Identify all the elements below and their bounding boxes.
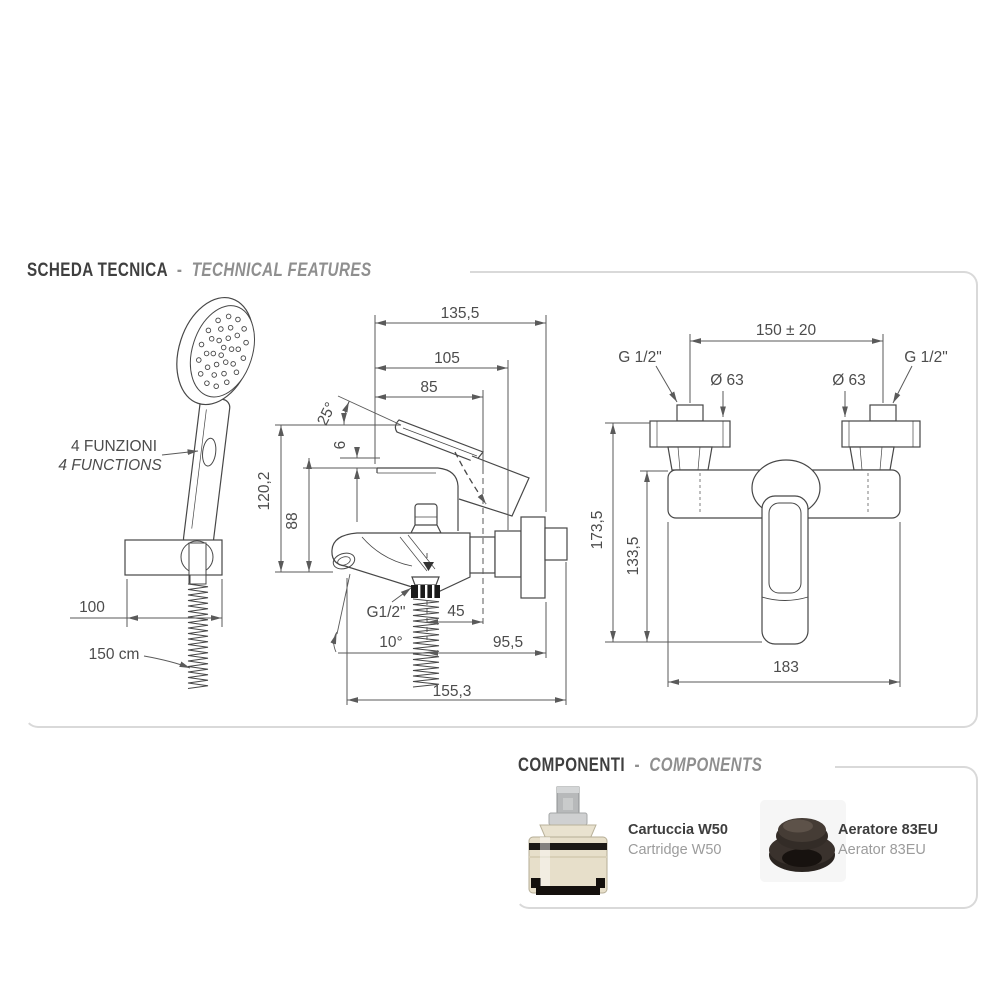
component-aerator-name-en: Aerator 83EU [838,842,926,858]
label-functions-en: 4 FUNCTIONS [58,457,162,474]
component-cartridge-name-en: Cartridge W50 [628,842,722,858]
cartridge-photo [528,786,608,895]
dim-height-overall: 120,2 [256,472,273,511]
aerator-photo [760,800,846,882]
label-inlet-thread-right: G 1/2" [904,349,947,366]
dim-inlet-distance: 150 ± 20 [756,322,817,339]
dim-front-height-total: 173,5 [589,511,606,550]
component-cartridge: Cartuccia W50 Cartridge W50 [628,820,728,860]
dim-side-width-total: 135,5 [441,305,480,322]
label-outlet-thread: G1/2" [366,604,405,621]
technical-section-title: SCHEDA TECNICA - TECHNICAL FEATURES [24,259,470,283]
dim-flange-right: Ø 63 [832,372,866,389]
side-view-drawing [331,419,568,688]
dim-front-width-total: 183 [773,659,799,676]
components-title-it: COMPONENTI [518,755,626,776]
technical-title-separator: - [176,260,183,281]
label-functions-it: 4 FUNZIONI [71,438,157,455]
dim-lever-angle: 25° [314,400,340,429]
outlet-hose-coil [412,598,440,688]
components-title-en: COMPONENTS [649,755,763,776]
dim-side-width-105: 105 [434,350,460,367]
component-aerator-name-it: Aeratore 83EU [838,822,938,838]
hand-shower-drawing [124,296,255,689]
dim-hose-length: 150 cm [89,646,140,663]
spray-nozzle-dots [196,313,249,389]
front-view-drawing [649,404,921,645]
dim-spout-angle: 10° [379,634,402,651]
dim-height-spout: 88 [284,512,301,529]
side-view-dimensions [275,315,567,705]
dim-outlet-offset: 45 [447,603,464,620]
hand-shower-dimensions [70,449,223,669]
dim-depth-outlet: 95,5 [493,634,523,651]
dim-bracket-width: 100 [79,599,105,616]
technical-title-it: SCHEDA TECNICA [27,260,168,281]
component-aerator: Aeratore 83EU Aerator 83EU [838,820,938,860]
front-view-dimensions [605,334,913,687]
dim-side-width-85: 85 [420,379,437,396]
component-cartridge-name-it: Cartuccia W50 [628,822,728,838]
dim-lever-rise: 6 [332,441,349,450]
components-section-title: COMPONENTI - COMPONENTS [515,754,836,778]
technical-title-en: TECHNICAL FEATURES [191,260,372,281]
technical-panel [24,271,978,728]
dim-front-height-body: 133,5 [625,537,642,576]
label-inlet-thread-left: G 1/2" [618,349,661,366]
shower-hose-coil [187,583,209,689]
dim-flange-left: Ø 63 [710,372,744,389]
dim-depth-total: 155,3 [433,683,472,700]
components-title-separator: - [634,755,640,776]
technical-drawing: 4 FUNZIONI 4 FUNCTIONS 100 150 cm [58,296,948,705]
flow-arrow [423,562,434,571]
